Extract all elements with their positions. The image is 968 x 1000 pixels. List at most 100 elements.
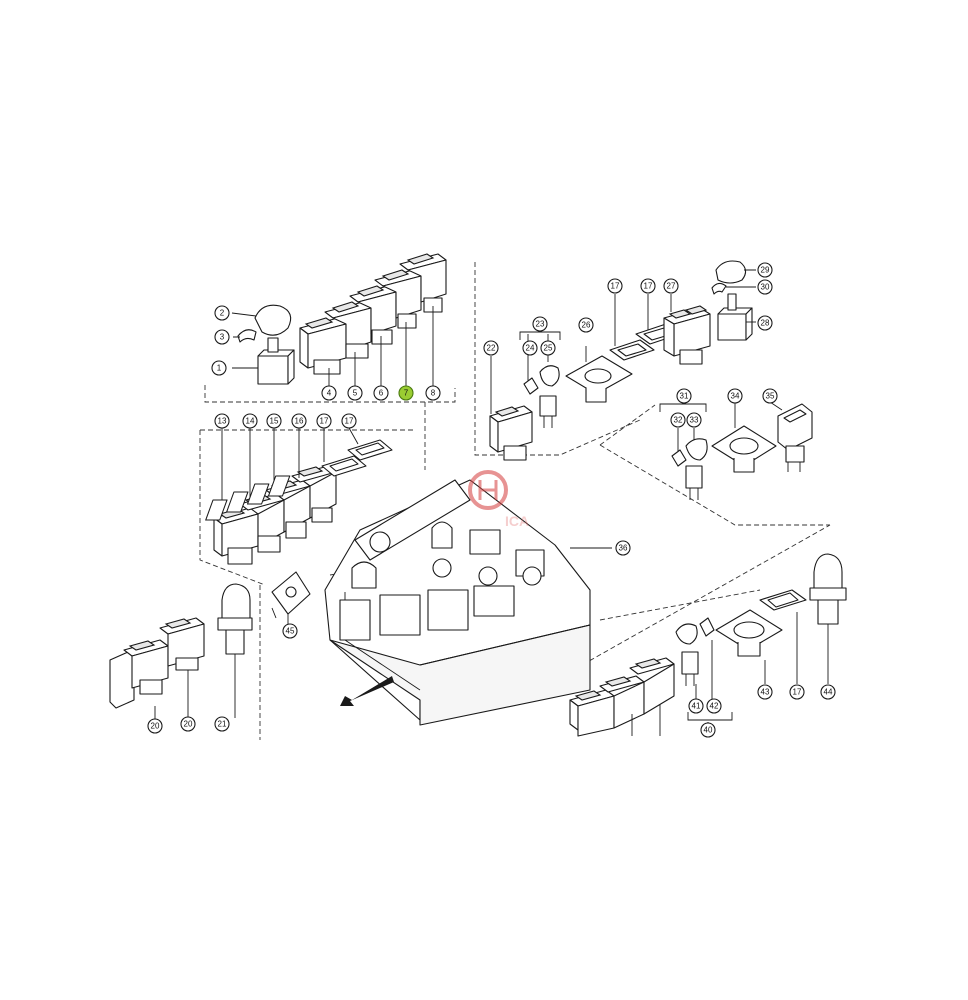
svg-text:17: 17 xyxy=(644,282,653,291)
callout-14: 14 xyxy=(242,413,258,429)
svg-text:25: 25 xyxy=(544,344,553,353)
svg-text:8: 8 xyxy=(431,389,436,398)
callout-15: 15 xyxy=(266,413,282,429)
svg-text:22: 22 xyxy=(487,344,496,353)
callout-22: 22 xyxy=(483,340,499,356)
callout-29: 29 xyxy=(757,262,773,278)
svg-text:26: 26 xyxy=(582,321,591,330)
svg-text:13: 13 xyxy=(218,417,227,426)
callout-17-c: 17 xyxy=(607,278,623,294)
switch-group-right-middle xyxy=(659,396,813,500)
svg-text:33: 33 xyxy=(690,416,699,425)
svg-text:17: 17 xyxy=(793,688,802,697)
callout-27: 27 xyxy=(663,278,679,294)
console-switch-bank xyxy=(205,475,545,641)
callout-4: 4 xyxy=(321,385,337,401)
callout-13: 13 xyxy=(214,413,230,429)
svg-text:15: 15 xyxy=(270,417,279,426)
callout-45: 45 xyxy=(282,623,298,639)
svg-text:44: 44 xyxy=(824,688,833,697)
callout-17-b: 17 xyxy=(341,413,357,429)
svg-text:40: 40 xyxy=(704,726,713,735)
part-2-knob xyxy=(254,304,292,336)
callout-32: 32 xyxy=(670,412,686,428)
callout-25: 25 xyxy=(540,340,556,356)
callout-30: 30 xyxy=(757,279,773,295)
svg-text:43: 43 xyxy=(761,688,770,697)
callout-44: 44 xyxy=(820,684,836,700)
watermark-text: ICA xyxy=(505,513,529,529)
svg-text:42: 42 xyxy=(710,702,719,711)
part-1-switch-body xyxy=(257,355,289,385)
svg-text:3: 3 xyxy=(220,333,225,342)
svg-text:17: 17 xyxy=(611,282,620,291)
callout-41: 41 xyxy=(688,698,704,714)
callout-26: 26 xyxy=(578,317,594,333)
svg-text:32: 32 xyxy=(674,416,683,425)
svg-text:17: 17 xyxy=(320,417,329,426)
svg-text:14: 14 xyxy=(246,417,255,426)
switch-group-top xyxy=(231,253,447,386)
part-7-switch xyxy=(374,269,422,329)
callout-6: 6 xyxy=(373,385,389,401)
svg-text:4: 4 xyxy=(327,389,332,398)
svg-text:1: 1 xyxy=(217,364,222,373)
callout-2: 2 xyxy=(214,305,230,321)
callout-23: 23 xyxy=(532,316,548,332)
callout-16: 16 xyxy=(291,413,307,429)
switch-group-bottom-left xyxy=(109,571,311,720)
svg-text:41: 41 xyxy=(692,702,701,711)
svg-text:30: 30 xyxy=(761,283,770,292)
callout-42: 42 xyxy=(706,698,722,714)
svg-text:20: 20 xyxy=(151,722,160,731)
svg-text:17: 17 xyxy=(345,417,354,426)
switch-group-bottom-right xyxy=(569,553,847,737)
callout-24: 24 xyxy=(522,340,538,356)
callout-33: 33 xyxy=(686,412,702,428)
callout-36: 36 xyxy=(615,540,631,556)
part-6-switch xyxy=(349,285,397,345)
svg-text:20: 20 xyxy=(184,720,193,729)
svg-text:36: 36 xyxy=(619,544,628,553)
callout-21: 21 xyxy=(214,716,230,732)
part-5-switch xyxy=(324,301,372,359)
svg-text:28: 28 xyxy=(761,319,770,328)
callout-17-e: 17 xyxy=(789,684,805,700)
callout-5: 5 xyxy=(347,385,363,401)
callout-1: 1 xyxy=(211,360,227,376)
callout-31: 31 xyxy=(676,388,692,404)
svg-text:24: 24 xyxy=(526,344,535,353)
callout-20-b: 20 xyxy=(180,716,196,732)
svg-text:29: 29 xyxy=(761,266,770,275)
callout-43: 43 xyxy=(757,684,773,700)
callout-34: 34 xyxy=(727,388,743,404)
svg-text:35: 35 xyxy=(766,392,775,401)
switch-group-top-right xyxy=(489,260,756,461)
callouts: 1 2 3 4 5 6 7 8 13 14 15 16 17 17 20 20 … xyxy=(147,262,836,738)
callout-20-a: 20 xyxy=(147,718,163,734)
watermark-logo: ICA xyxy=(468,470,529,529)
part-4-switch xyxy=(299,317,347,375)
callout-7-highlighted: 7 xyxy=(398,385,414,401)
callout-17-a: 17 xyxy=(316,413,332,429)
svg-text:7: 7 xyxy=(404,389,409,398)
svg-text:23: 23 xyxy=(536,320,545,329)
callout-8: 8 xyxy=(425,385,441,401)
callout-40: 40 xyxy=(700,722,716,738)
svg-text:2: 2 xyxy=(220,309,225,318)
callout-3: 3 xyxy=(214,329,230,345)
callout-17-d: 17 xyxy=(640,278,656,294)
svg-text:45: 45 xyxy=(286,627,295,636)
part-3-clip xyxy=(237,329,257,343)
svg-text:34: 34 xyxy=(731,392,740,401)
svg-text:5: 5 xyxy=(353,389,358,398)
callout-35: 35 xyxy=(762,388,778,404)
console-assembly xyxy=(205,475,610,726)
svg-text:27: 27 xyxy=(667,282,676,291)
svg-text:31: 31 xyxy=(680,392,689,401)
direction-arrow xyxy=(340,676,394,706)
callout-28: 28 xyxy=(757,315,773,331)
svg-text:21: 21 xyxy=(218,720,227,729)
svg-text:6: 6 xyxy=(379,389,384,398)
